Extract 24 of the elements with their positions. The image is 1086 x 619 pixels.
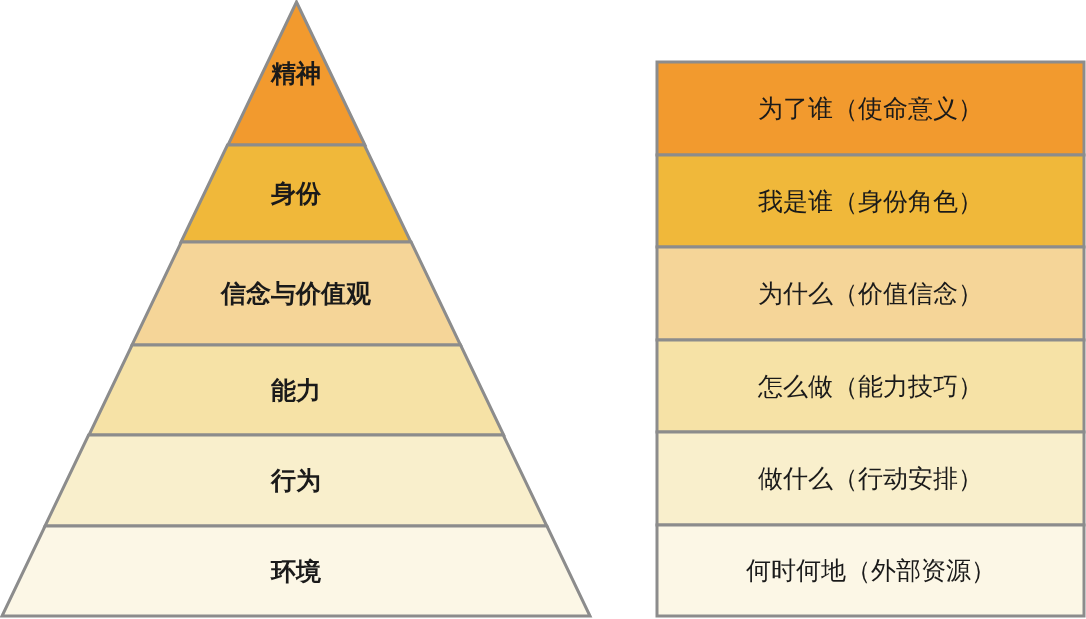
layer-label: 行为 — [271, 465, 321, 497]
pyramid-layer — [45, 435, 547, 526]
row-label: 做什么（行动安排） — [758, 463, 983, 495]
layer-label: 环境 — [271, 555, 321, 588]
row-box — [657, 340, 1084, 432]
row-label: 何时何地（外部资源） — [745, 555, 996, 587]
row-box — [657, 525, 1084, 616]
pyramid-layer — [227, 2, 365, 145]
pyramid-layer — [131, 242, 461, 345]
row-box — [657, 247, 1084, 340]
pyramid-layer — [2, 526, 590, 616]
layer-label: 能力 — [271, 374, 321, 407]
row-label: 我是谁（身份角色） — [758, 185, 983, 218]
row-label: 为什么（价值信念） — [758, 278, 983, 310]
row-box — [657, 432, 1084, 525]
pyramid-layer — [88, 345, 504, 435]
layer-label: 身份 — [271, 178, 321, 210]
layer-label: 精神 — [271, 58, 321, 90]
row-box — [657, 62, 1084, 155]
pyramid-layer — [181, 145, 411, 242]
layer-label: 信念与价值观 — [221, 278, 371, 310]
row-box — [657, 155, 1084, 247]
row-label: 为了谁（使命意义） — [758, 93, 983, 125]
row-label: 怎么做（能力技巧） — [758, 370, 983, 403]
